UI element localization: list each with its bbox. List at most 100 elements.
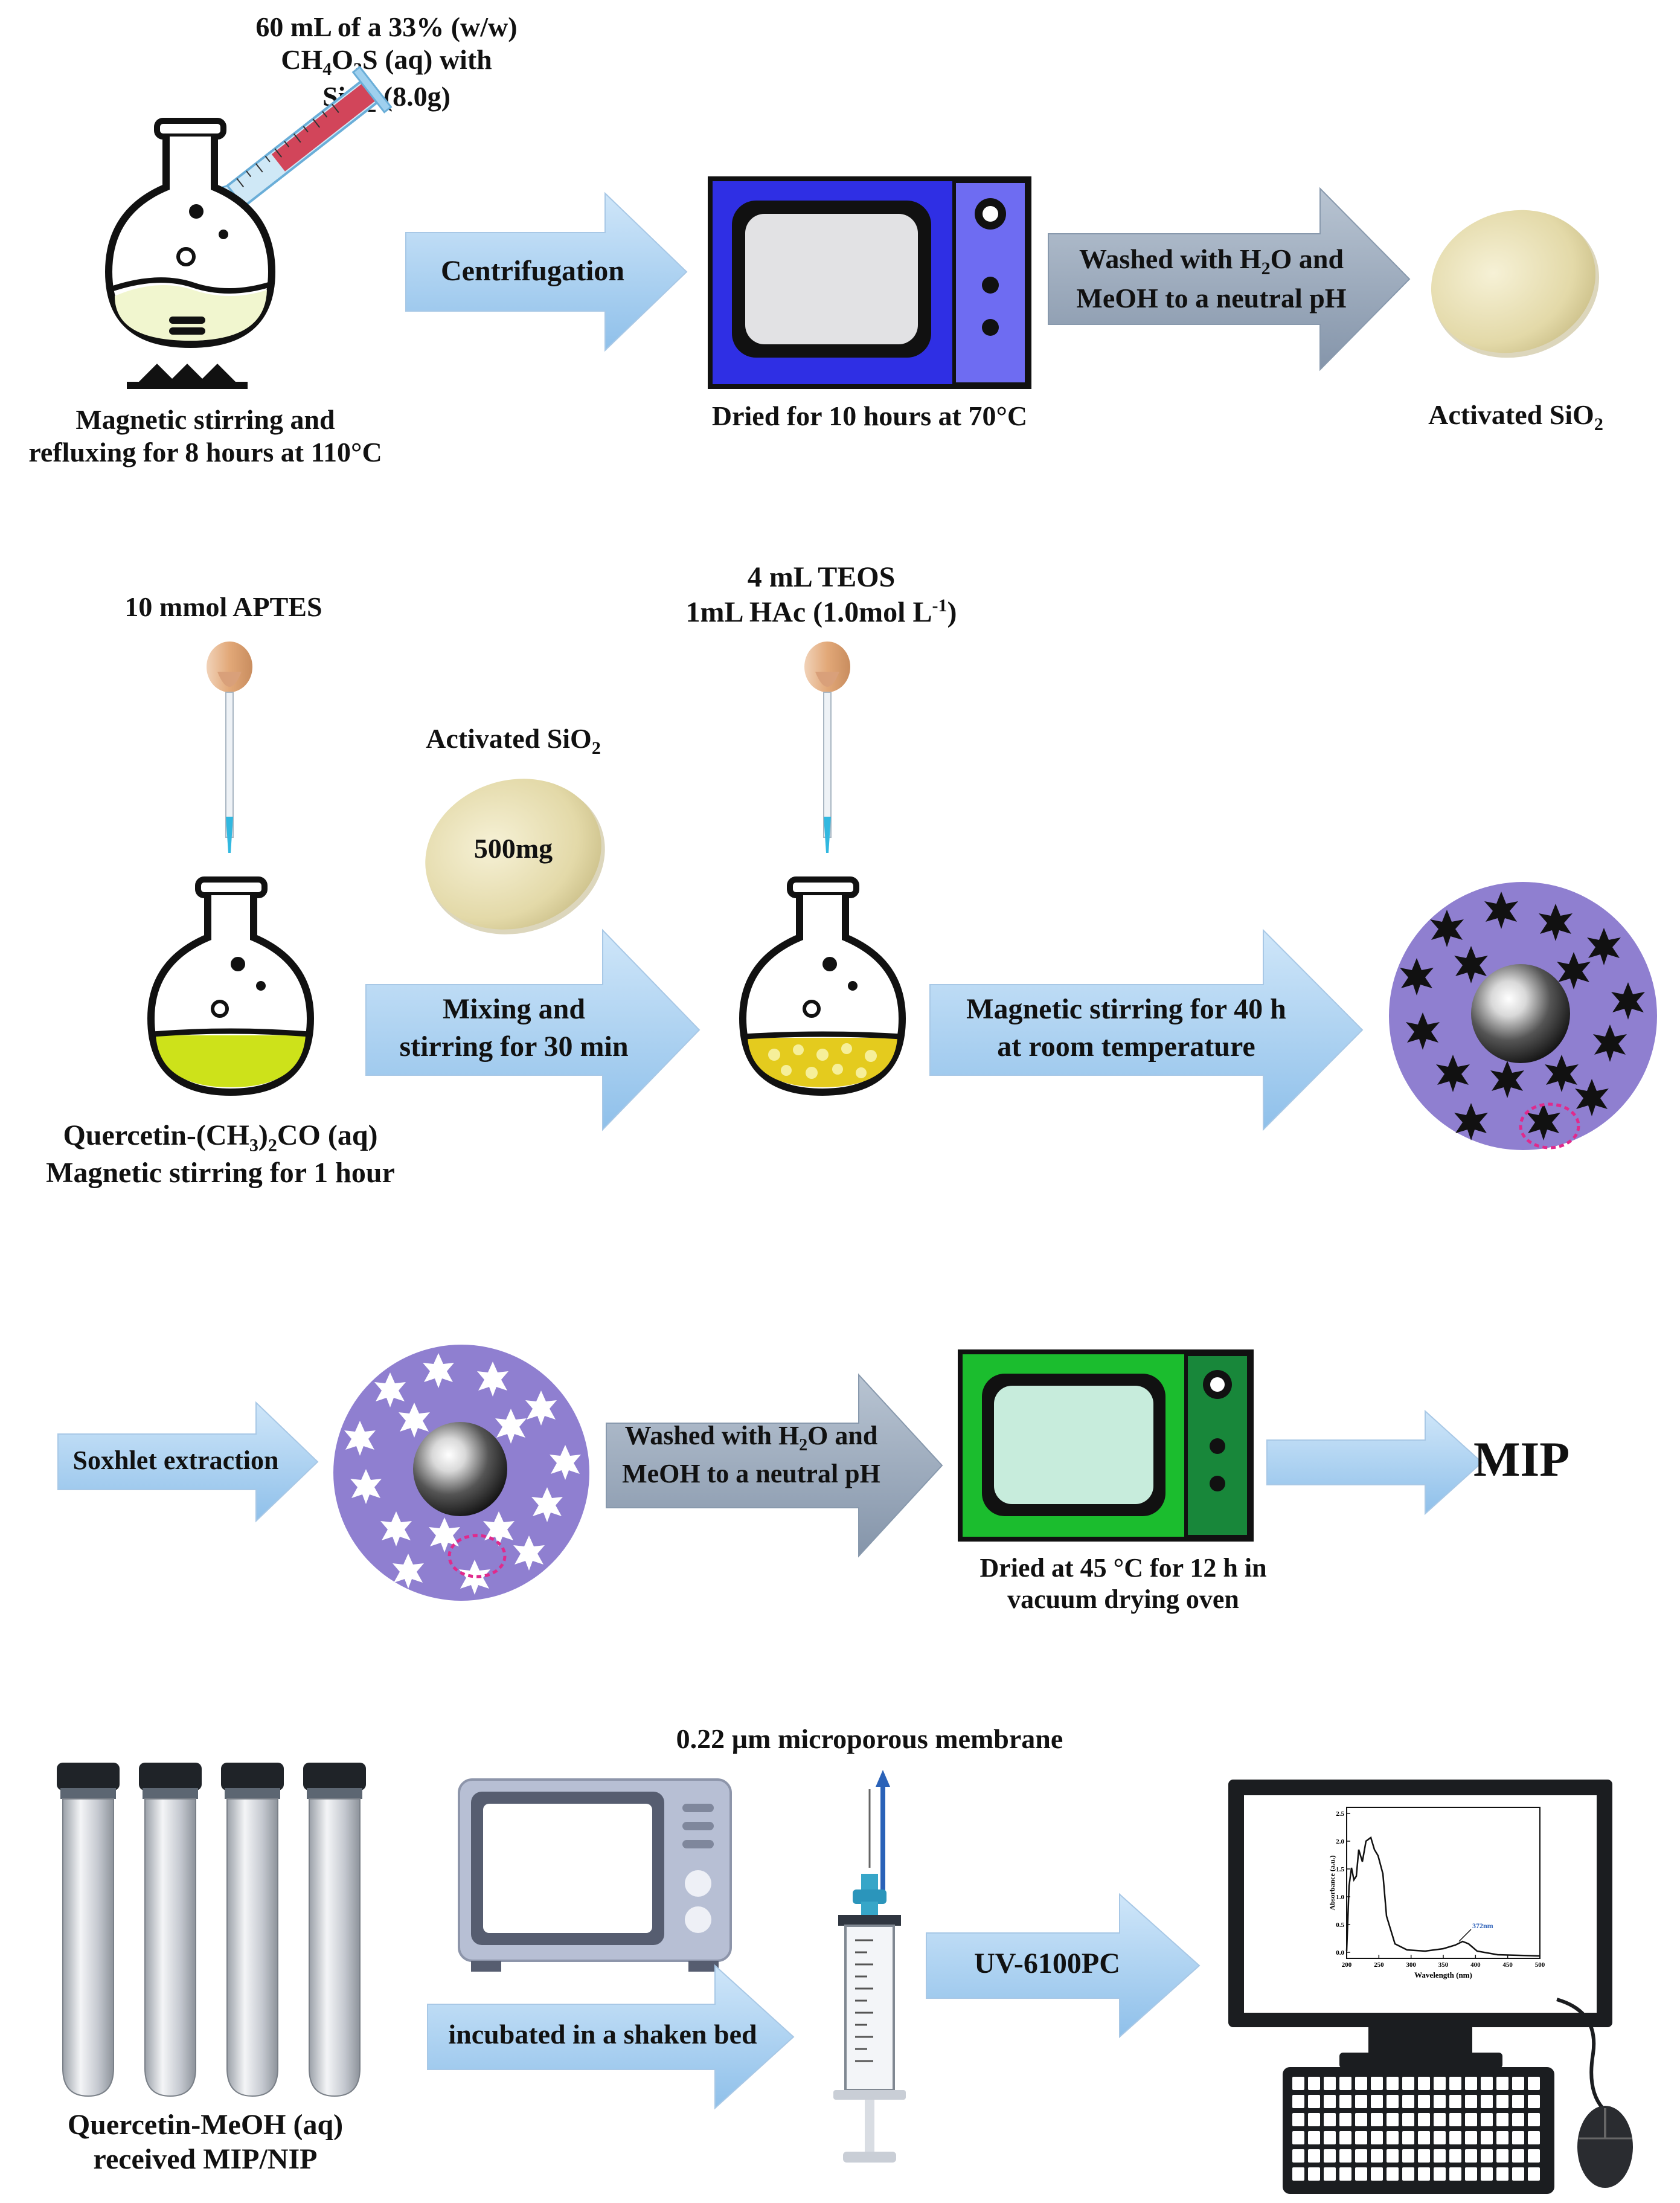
key xyxy=(1418,2077,1430,2090)
key xyxy=(1339,2131,1351,2144)
key xyxy=(1528,2113,1540,2126)
key xyxy=(1292,2095,1304,2108)
key xyxy=(1371,2149,1383,2163)
spectrum-curve xyxy=(1345,1836,1541,1957)
oven-caption: Dried for 10 hours at 70°C xyxy=(711,400,1028,431)
template-removed-particle-icon xyxy=(333,1345,589,1601)
key xyxy=(1324,2113,1336,2126)
key xyxy=(1512,2077,1524,2090)
key xyxy=(1339,2077,1351,2090)
key xyxy=(1449,2149,1461,2163)
key xyxy=(1387,2113,1399,2126)
flask-caption: Magnetic stirring and refluxing for 8 ho… xyxy=(28,404,382,468)
tubes-caption: Quercetin-MeOH (aq) received MIP/NIP xyxy=(67,2109,344,2175)
arrow-label-incubated: incubated in a shaken bed xyxy=(448,2019,757,2050)
round-bottom-flask-icon xyxy=(104,118,276,389)
reagent-line-1: 60 mL of a 33% (w/w) xyxy=(255,11,518,42)
silica-disc-icon xyxy=(425,779,605,934)
key xyxy=(1449,2077,1461,2090)
key xyxy=(1418,2113,1430,2126)
silica-mass-label: 500mg xyxy=(473,833,553,864)
key xyxy=(1496,2095,1508,2108)
key xyxy=(1402,2095,1414,2108)
key xyxy=(1387,2077,1399,2090)
key xyxy=(1418,2167,1430,2181)
y-tick-label: 0.5 xyxy=(1336,1922,1344,1929)
x-tick-label: 350 xyxy=(1438,1961,1449,1969)
key xyxy=(1449,2095,1461,2108)
key xyxy=(1481,2131,1493,2144)
x-tick-label: 200 xyxy=(1342,1961,1352,1969)
key xyxy=(1418,2149,1430,2163)
round-bottom-flask-icon xyxy=(739,876,906,1096)
x-tick-label: 250 xyxy=(1374,1961,1384,1969)
keyboard-icon xyxy=(1283,2067,1554,2194)
key xyxy=(1371,2077,1383,2090)
x-tick-label: 300 xyxy=(1406,1961,1416,1969)
key xyxy=(1387,2095,1399,2108)
key xyxy=(1371,2095,1383,2108)
key xyxy=(1292,2167,1304,2181)
key xyxy=(1434,2113,1446,2126)
arrow-washed xyxy=(1048,187,1411,371)
x-axis-label: Wavelength (nm) xyxy=(1414,1970,1472,1979)
key xyxy=(1512,2113,1524,2126)
key xyxy=(1355,2149,1367,2163)
key xyxy=(1496,2077,1508,2090)
key xyxy=(1465,2149,1477,2163)
key xyxy=(1481,2077,1493,2090)
key xyxy=(1465,2131,1477,2144)
key xyxy=(1292,2131,1304,2144)
key xyxy=(1324,2149,1336,2163)
vacuum-drying-oven-icon xyxy=(958,1349,1254,1542)
key xyxy=(1355,2095,1367,2108)
mip-label: MIP xyxy=(1473,1432,1570,1487)
shaker-incubator-icon xyxy=(458,1778,732,1972)
drying-oven-icon xyxy=(708,176,1031,389)
peak-label: 372nm xyxy=(1472,1922,1493,1930)
x-tick-label: 400 xyxy=(1470,1961,1481,1969)
key xyxy=(1308,2167,1320,2181)
arrow-label-magnetic-stirring: Magnetic stirring for 40 h at room tempe… xyxy=(966,993,1286,1063)
membrane-label: 0.22 µm microporous membrane xyxy=(676,1723,1063,1754)
y-tick-label: 0.0 xyxy=(1336,1949,1344,1957)
key xyxy=(1387,2149,1399,2163)
key xyxy=(1418,2095,1430,2108)
peak-leader xyxy=(1458,1929,1472,1942)
y-axis-label: Absorbance (a.u.) xyxy=(1328,1855,1336,1910)
key xyxy=(1355,2077,1367,2090)
arrow-washed-2 xyxy=(606,1373,943,1558)
reagent-line-2: CH4O3S (aq) with xyxy=(281,44,492,80)
key xyxy=(1339,2095,1351,2108)
key xyxy=(1434,2149,1446,2163)
aptes-label: 10 mmol APTES xyxy=(124,591,322,622)
key xyxy=(1324,2095,1336,2108)
key xyxy=(1402,2077,1414,2090)
key xyxy=(1308,2131,1320,2144)
dropper-icon xyxy=(207,642,252,853)
key xyxy=(1481,2149,1493,2163)
key xyxy=(1449,2167,1461,2181)
arrow-label-mixing: Mixing and stirring for 30 min xyxy=(399,993,629,1063)
arrow-uv xyxy=(926,1893,1201,2039)
vacuum-oven-caption: Dried at 45 °C for 12 h in vacuum drying… xyxy=(979,1553,1267,1614)
key xyxy=(1434,2077,1446,2090)
key xyxy=(1418,2131,1430,2144)
arrow-magnetic-stirring xyxy=(929,928,1364,1131)
key xyxy=(1339,2167,1351,2181)
key xyxy=(1449,2113,1461,2126)
silica-reagent-label: Activated SiO2 xyxy=(426,723,601,759)
computer-monitor-icon xyxy=(1228,1780,1612,2068)
key xyxy=(1324,2131,1336,2144)
y-tick-label: 2.0 xyxy=(1336,1838,1344,1845)
arrow-label-soxhlet: Soxhlet extraction xyxy=(72,1446,279,1475)
key xyxy=(1434,2131,1446,2144)
key xyxy=(1528,2095,1540,2108)
key xyxy=(1528,2167,1540,2181)
dropper-icon xyxy=(804,642,850,853)
key xyxy=(1465,2167,1477,2181)
y-tick-label: 1.0 xyxy=(1336,1894,1344,1901)
key xyxy=(1387,2167,1399,2181)
key xyxy=(1481,2095,1493,2108)
plot-frame xyxy=(1346,1807,1541,1959)
